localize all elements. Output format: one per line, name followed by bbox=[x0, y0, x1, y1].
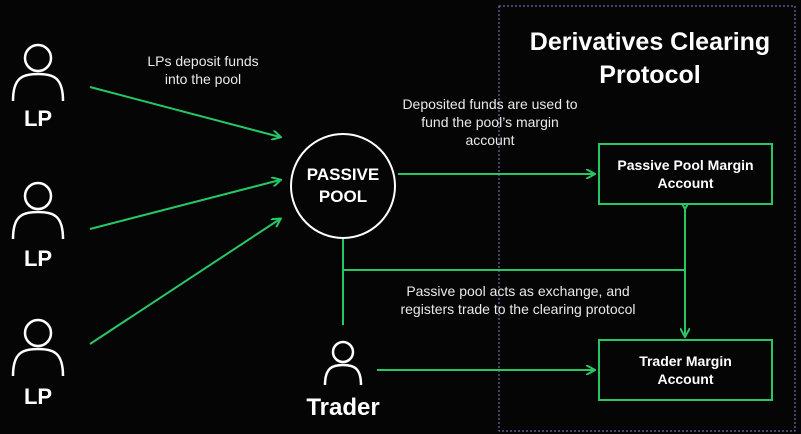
person-icon bbox=[11, 181, 65, 240]
lp-label: LP bbox=[23, 384, 53, 409]
margin-funding-annotation: Deposited funds are used to fund the poo… bbox=[402, 96, 578, 148]
trader-label: Trader bbox=[306, 394, 380, 421]
person-icon bbox=[323, 340, 363, 386]
person-icon bbox=[11, 318, 65, 377]
lp3-to-pool-arrow bbox=[89, 219, 280, 345]
exchange-registration-annotation: Passive pool acts as exchange, and regis… bbox=[400, 283, 636, 317]
lp-label: LP bbox=[23, 246, 53, 271]
lp-deposit-annotation: LPs deposit funds into the pool bbox=[147, 53, 259, 87]
passive-pool-node: PASSIVE POOL bbox=[290, 133, 396, 239]
trader-margin-account-box: Trader Margin Account bbox=[598, 339, 773, 401]
protocol-title: Derivatives Clearing Protocol bbox=[529, 28, 771, 89]
lp2-to-pool-arrow bbox=[89, 180, 280, 230]
lp1-to-pool-arrow bbox=[89, 86, 280, 137]
lp-label: LP bbox=[23, 106, 53, 131]
person-icon bbox=[11, 43, 65, 102]
pool-margin-account-box: Passive Pool Margin Account bbox=[598, 143, 773, 205]
protocol-region-border bbox=[498, 5, 796, 432]
